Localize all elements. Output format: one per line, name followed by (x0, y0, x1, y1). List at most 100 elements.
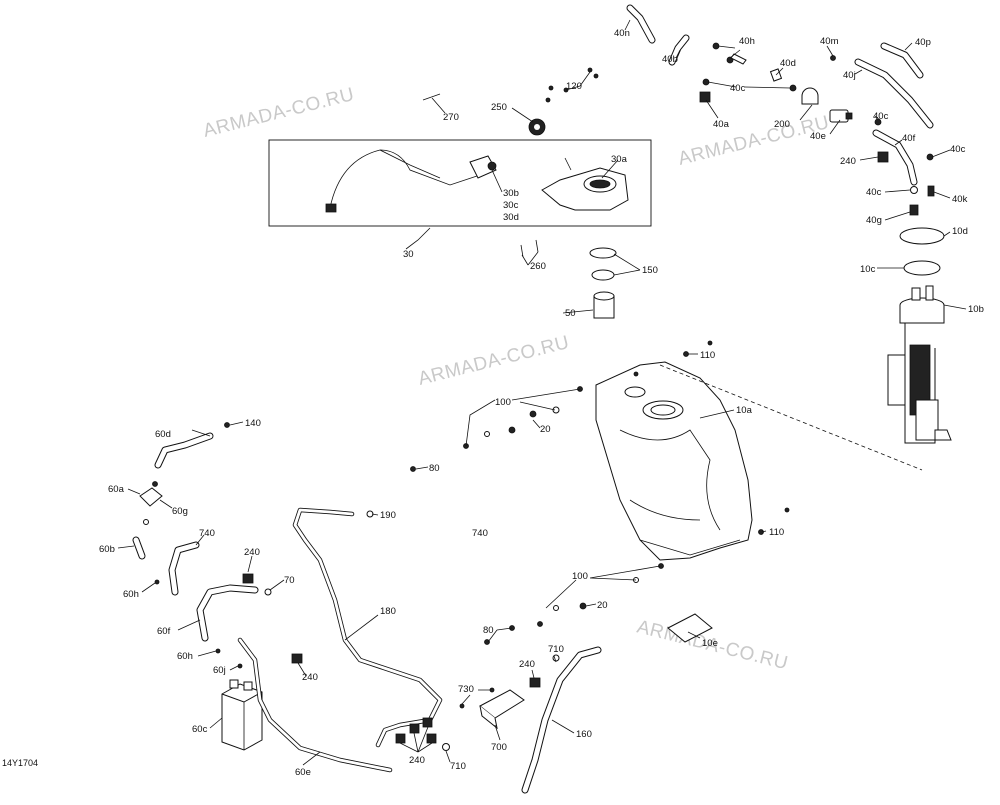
clip-240-a (242, 573, 254, 584)
callout-190: 190 (380, 510, 396, 521)
callout-20-1: 20 (540, 424, 551, 435)
callout-700: 700 (491, 742, 507, 753)
callout-10c: 10c (860, 264, 876, 275)
callout-40d: 40d (780, 58, 796, 69)
vent-line-180 (292, 507, 443, 748)
callout-740-center: 740 (472, 528, 488, 539)
clamp-40c-b (789, 84, 797, 92)
callout-40e: 40e (810, 131, 826, 142)
callout-100-2: 100 (572, 571, 588, 582)
canister-60c (221, 679, 263, 751)
fuel-sender-30-group (268, 139, 652, 227)
callout-60f: 60f (157, 626, 171, 637)
callout-30: 30 (403, 249, 414, 260)
fuel-line-160 (521, 646, 602, 794)
callout-20-2: 20 (597, 600, 608, 611)
fitting-40k (927, 185, 935, 197)
callout-60c: 60c (192, 724, 208, 735)
callout-240-2: 240 (244, 547, 260, 558)
callout-10d: 10d (952, 226, 968, 237)
callout-30a: 30a (611, 154, 628, 165)
watermark-3: ARMADA-CO.RU (416, 332, 571, 390)
callout-240-3: 240 (302, 672, 318, 683)
clamp-710-a (552, 654, 560, 662)
clamp-60h-b (215, 648, 221, 654)
clamp-40c-e (910, 186, 918, 194)
callout-80-1: 80 (429, 463, 440, 474)
callout-180: 180 (380, 606, 396, 617)
callout-10a: 10a (736, 405, 753, 416)
callout-40b: 40b (662, 54, 678, 65)
callout-40a: 40a (713, 119, 730, 130)
callout-40c-1: 40c (730, 83, 746, 94)
callout-240-1: 240 (840, 156, 856, 167)
callout-240-5: 240 (409, 755, 425, 766)
valve-700 (479, 689, 525, 730)
callout-10e: 10e (702, 638, 718, 649)
fuel-pump-10b (887, 285, 952, 444)
assembly-line-pump (659, 364, 923, 471)
callout-30d: 30d (503, 212, 519, 223)
callout-40k: 40k (952, 194, 968, 205)
callout-40h: 40h (739, 36, 755, 47)
screws-260 (520, 239, 539, 258)
callout-60g: 60g (172, 506, 188, 517)
callout-40c-3: 40c (950, 144, 966, 155)
callout-110-1: 110 (700, 350, 715, 361)
callout-60d: 60d (155, 429, 171, 440)
clamps-150 (589, 247, 617, 281)
watermarks: ARMADA-CO.RU ARMADA-CO.RU ARMADA-CO.RU A… (201, 84, 831, 674)
callout-60e: 60e (295, 767, 311, 778)
callout-260: 260 (530, 261, 546, 272)
callout-labels: 40n 40b 40h 40d 40m 40p 40c 40a 40j 200 … (99, 28, 984, 778)
fitting-40g (909, 204, 919, 216)
clamp-200 (801, 87, 819, 105)
sleeve-50 (593, 291, 615, 319)
clamp-60j (237, 663, 243, 669)
callout-200: 200 (774, 119, 790, 130)
callout-40n: 40n (614, 28, 630, 39)
clip-240-d (529, 677, 541, 688)
clamp-70 (264, 588, 272, 596)
watermark-1: ARMADA-CO.RU (201, 84, 356, 142)
callout-40j: 40j (843, 70, 856, 81)
filter-40e (829, 109, 849, 123)
callout-30b: 30b (503, 188, 519, 199)
cap-250 (528, 118, 546, 136)
callout-40p: 40p (915, 37, 931, 48)
callout-40f: 40f (902, 133, 916, 144)
callout-40g: 40g (866, 215, 882, 226)
callout-120: 120 (566, 81, 582, 92)
callout-110-2: 110 (769, 527, 784, 538)
fuel-tank-10a (577, 361, 753, 561)
callout-50: 50 (565, 308, 576, 319)
callout-70: 70 (284, 575, 295, 586)
clip-240-b (291, 653, 303, 664)
screw-730 (489, 687, 495, 693)
callout-30c: 30c (503, 200, 519, 211)
group-box-30 (268, 139, 652, 227)
callout-60h-1: 60h (123, 589, 139, 600)
vent-hoses-60-group (132, 432, 393, 773)
callout-60a: 60a (108, 484, 125, 495)
fuel-hose-fittings-group (626, 4, 935, 216)
callout-710-2: 710 (450, 761, 466, 772)
callout-60j: 60j (213, 665, 226, 676)
callout-140: 140 (245, 418, 261, 429)
callout-40c-4: 40c (866, 187, 882, 198)
fuel-pump-module-group (887, 227, 952, 444)
clamp-710-b (442, 743, 450, 751)
callout-710-1: 710 (548, 644, 564, 655)
callout-270: 270 (443, 112, 459, 123)
label-10e (667, 613, 713, 643)
seal-10c (903, 260, 941, 276)
lock-ring-10d (899, 227, 945, 245)
clamp-60g (143, 519, 149, 525)
clamp-60h-a (154, 579, 160, 585)
plug-40m (830, 55, 836, 61)
callout-730: 730 (458, 684, 474, 695)
diagram-code: 14Y1704 (2, 758, 38, 768)
callout-240-4: 240 (519, 659, 535, 670)
connector-240 (877, 151, 889, 163)
